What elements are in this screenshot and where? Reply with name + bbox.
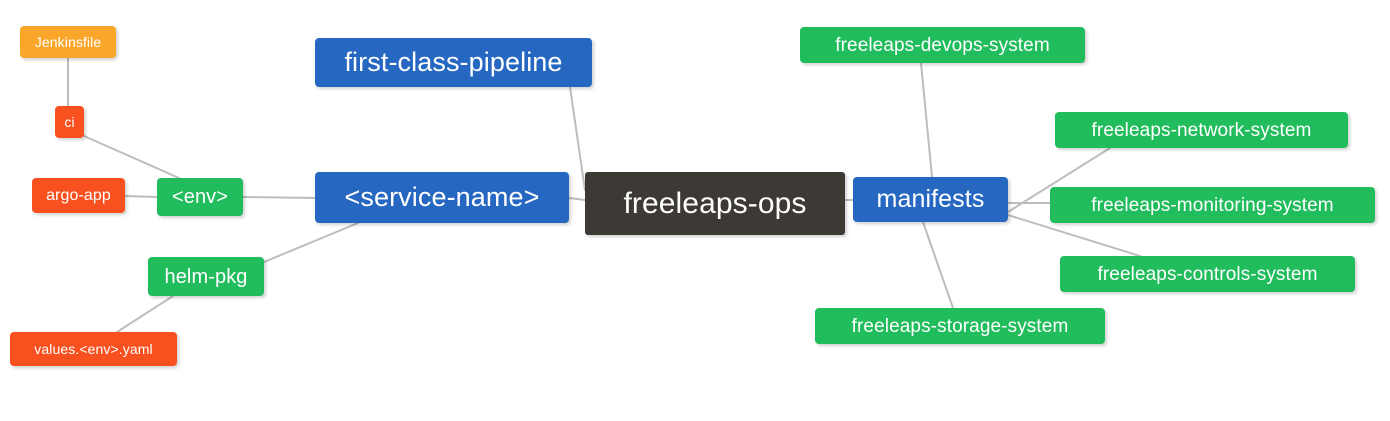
node-freeleaps-network-system[interactable]: freeleaps-network-system	[1055, 112, 1348, 148]
node-label-freeleaps-monitoring-system: freeleaps-monitoring-system	[1091, 194, 1334, 216]
edge-manifests-to-freeleaps-storage-system	[922, 221, 954, 309]
node-label-env: <env>	[171, 186, 229, 208]
edge-helm-pkg-to-values-env-yaml	[116, 295, 174, 333]
node-freeleaps-monitoring-system[interactable]: freeleaps-monitoring-system	[1050, 187, 1375, 223]
node-label-manifests: manifests	[876, 185, 985, 213]
node-freeleaps-devops-system[interactable]: freeleaps-devops-system	[800, 27, 1085, 63]
edge-manifests-to-freeleaps-devops-system	[920, 62, 933, 178]
node-label-freeleaps-storage-system: freeleaps-storage-system	[851, 315, 1069, 337]
node-label-freeleaps-network-system: freeleaps-network-system	[1091, 119, 1312, 141]
node-first-class-pipeline[interactable]: first-class-pipeline	[315, 38, 592, 87]
node-env[interactable]: <env>	[157, 178, 243, 216]
node-label-helm-pkg: helm-pkg	[164, 265, 248, 288]
node-label-first-class-pipeline: first-class-pipeline	[344, 47, 563, 77]
node-label-values-env-yaml: values.<env>.yaml	[34, 341, 153, 357]
edge-env-to-ci	[83, 135, 180, 179]
node-label-jenkinsfile: Jenkinsfile	[34, 34, 102, 50]
node-freeleaps-ops[interactable]: freeleaps-ops	[585, 172, 845, 235]
node-label-freeleaps-devops-system: freeleaps-devops-system	[835, 34, 1050, 56]
edge-service-name-to-env	[242, 196, 316, 199]
node-freeleaps-storage-system[interactable]: freeleaps-storage-system	[815, 308, 1105, 344]
edge-env-to-argo-app	[124, 195, 158, 198]
node-manifests[interactable]: manifests	[853, 177, 1008, 222]
node-argo-app[interactable]: argo-app	[32, 178, 125, 213]
node-freeleaps-controls-system[interactable]: freeleaps-controls-system	[1060, 256, 1355, 292]
node-label-ci: ci	[64, 114, 75, 130]
node-jenkinsfile[interactable]: Jenkinsfile	[20, 26, 116, 58]
node-label-service-name: <service-name>	[344, 182, 540, 212]
edge-service-name-to-helm-pkg	[263, 222, 359, 263]
edge-freeleaps-ops-to-service-name	[568, 197, 586, 201]
node-label-argo-app: argo-app	[46, 186, 111, 204]
node-ci[interactable]: ci	[55, 106, 84, 138]
edge-freeleaps-ops-to-first-class-pipeline	[569, 86, 586, 191]
node-label-freeleaps-controls-system: freeleaps-controls-system	[1097, 263, 1318, 285]
node-label-freeleaps-ops: freeleaps-ops	[623, 186, 807, 220]
node-service-name[interactable]: <service-name>	[315, 172, 569, 223]
node-helm-pkg[interactable]: helm-pkg	[148, 257, 264, 296]
node-values-env-yaml[interactable]: values.<env>.yaml	[10, 332, 177, 366]
